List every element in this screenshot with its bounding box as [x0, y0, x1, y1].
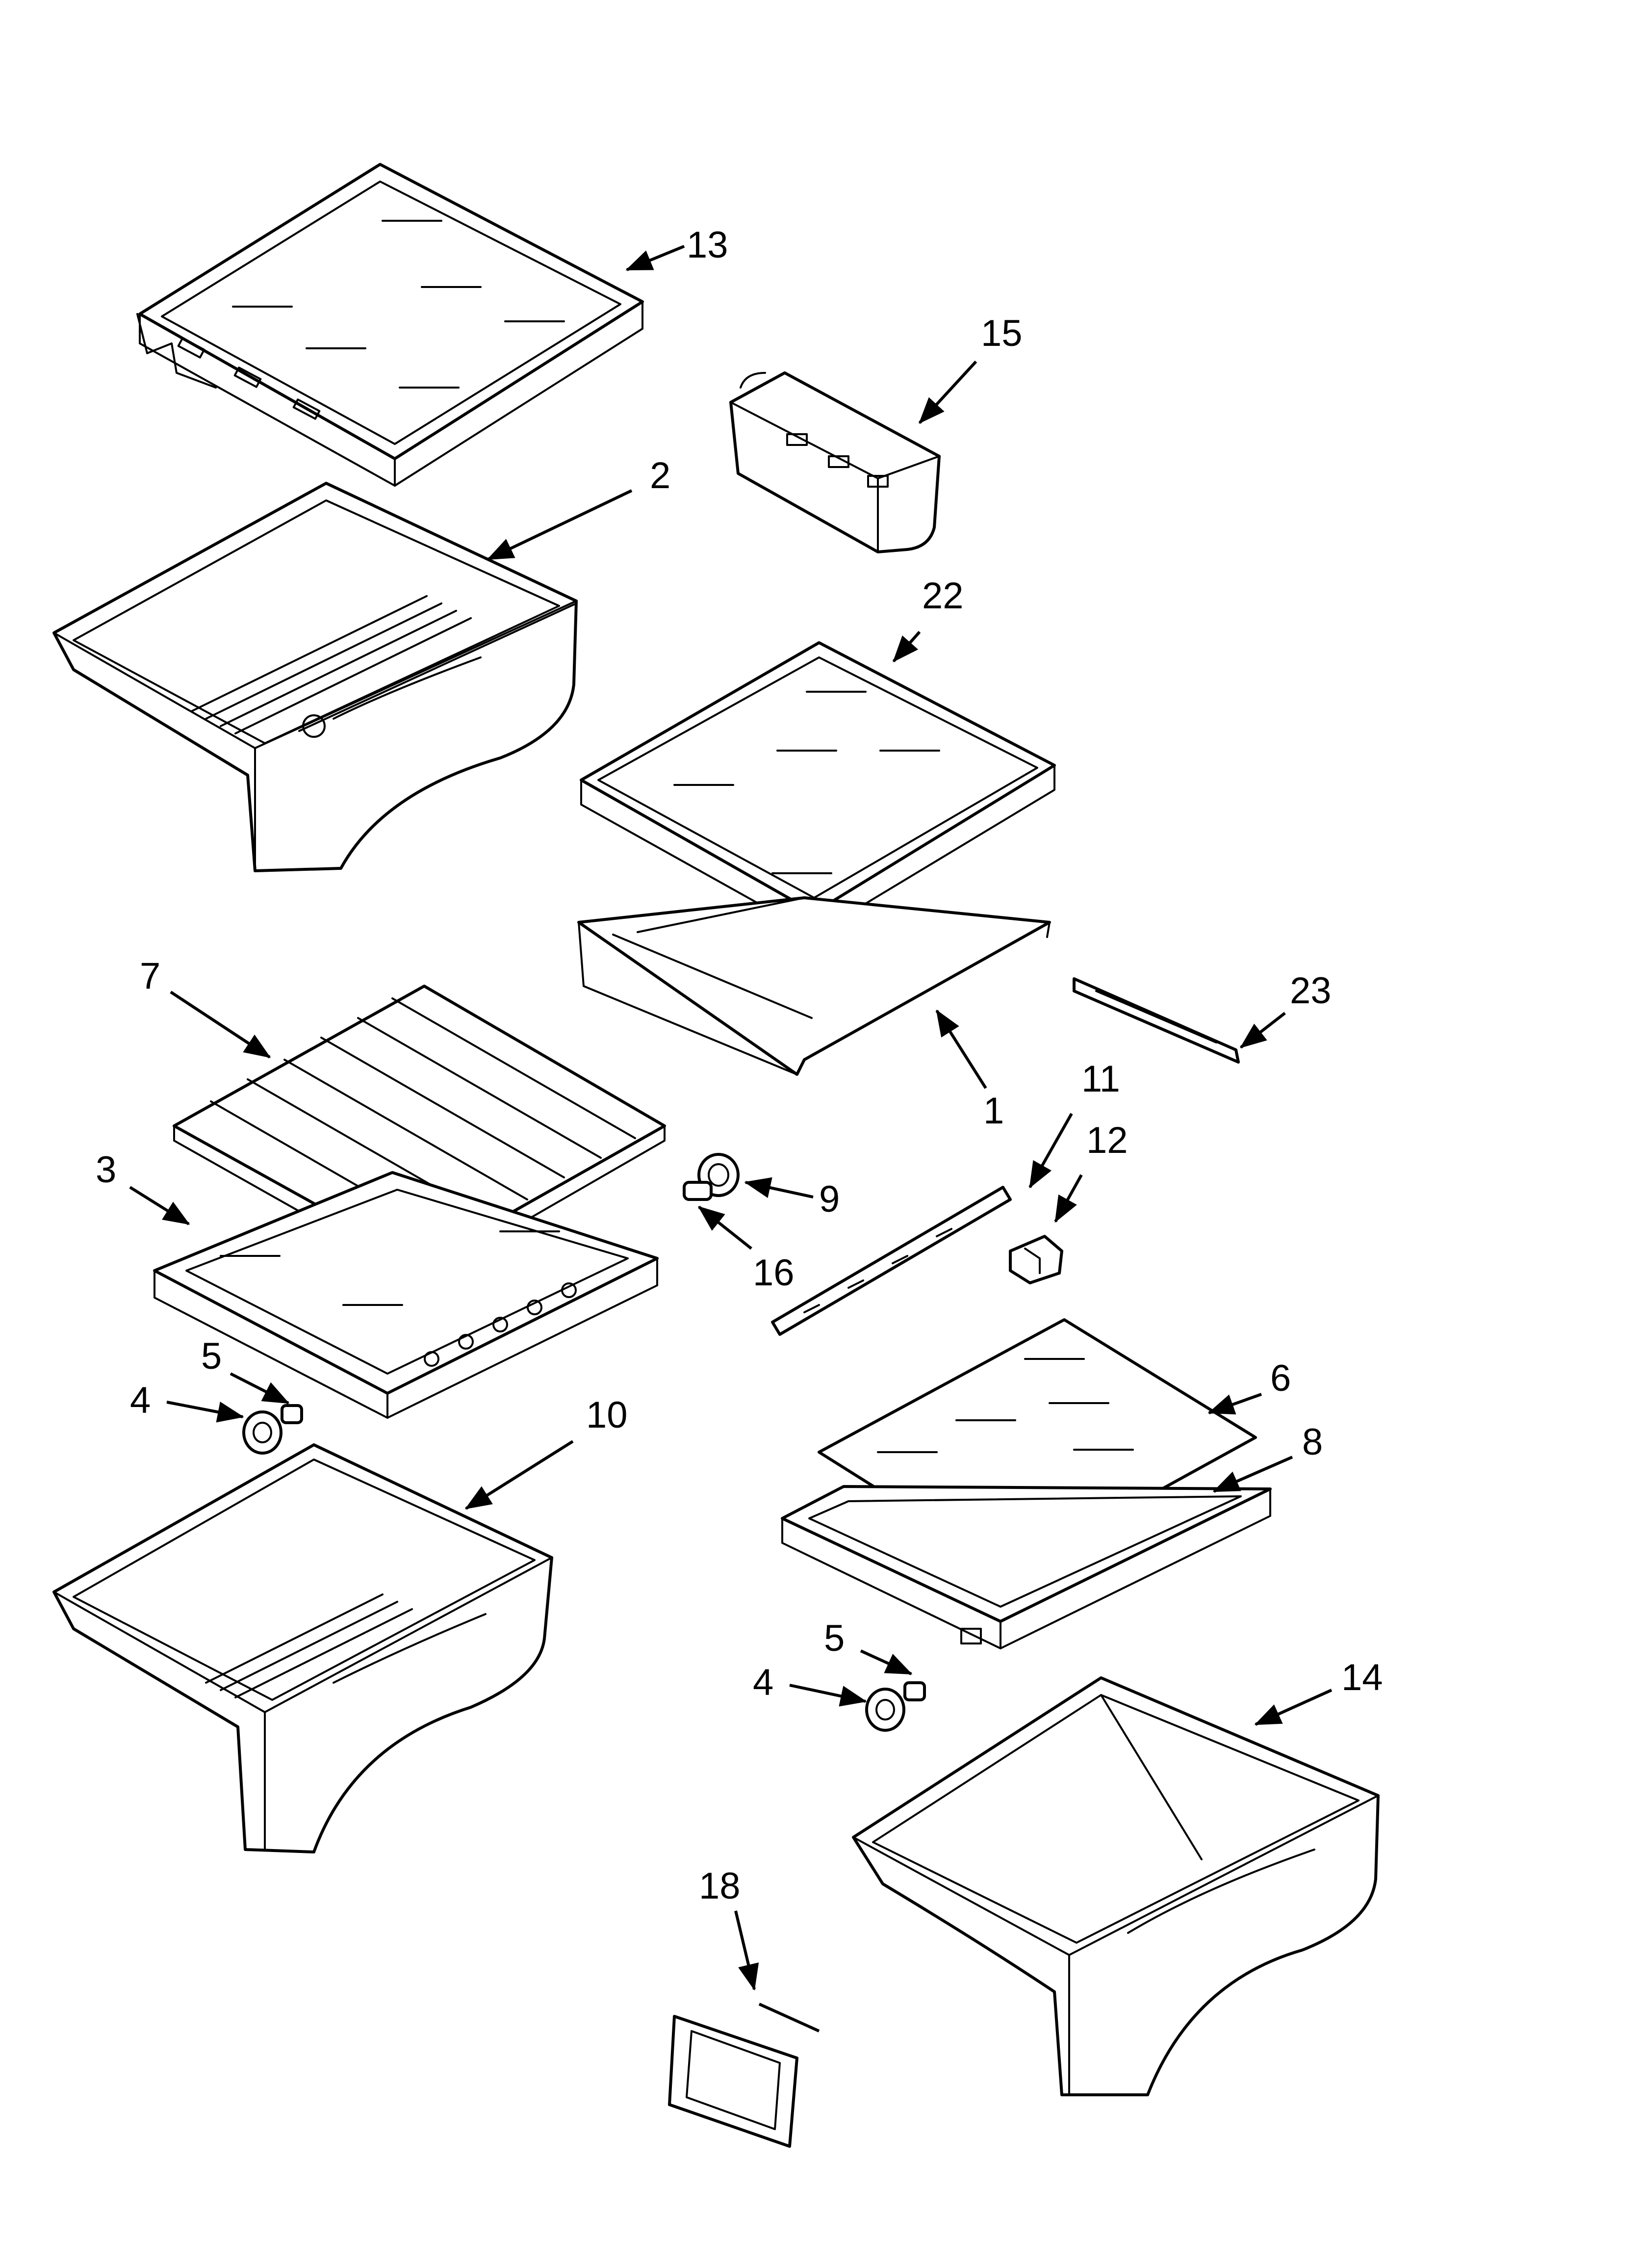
leader-lines [129, 245, 1333, 2033]
callout-13: 13 [687, 224, 728, 266]
part-4-5-wheel-left [242, 1404, 303, 1455]
part-4-5-wheel-right [865, 1681, 926, 1732]
part-18-label-plate [668, 2015, 798, 2148]
part-11-bracket [771, 1186, 1012, 1336]
callout-6: 6 [1270, 1357, 1291, 1399]
callout-18: 18 [699, 1865, 741, 1907]
callout-2: 2 [650, 455, 670, 496]
callout-4-left: 4 [130, 1380, 151, 1421]
part-15-bin [729, 371, 941, 553]
callout-16: 16 [753, 1252, 795, 1294]
callout-15: 15 [981, 313, 1023, 354]
callout-8: 8 [1302, 1421, 1323, 1463]
part-8-frame [781, 1485, 1272, 1649]
part-3-cover-frame [153, 1171, 659, 1419]
callout-7: 7 [140, 955, 160, 997]
callout-14: 14 [1341, 1657, 1383, 1698]
callout-3: 3 [96, 1149, 116, 1191]
part-9-16-wheel-and-screw [683, 1153, 740, 1201]
part-13-glass-shelf [136, 163, 644, 487]
callout-12: 12 [1086, 1120, 1128, 1161]
callout-5-right: 5 [824, 1617, 845, 1659]
part-1-shelf-frame [577, 896, 1051, 1076]
callout-22: 22 [922, 575, 964, 617]
part-10-drawer [52, 1443, 553, 1853]
part-2-crisper-drawer [52, 482, 578, 872]
callout-23: 23 [1290, 970, 1332, 1012]
part-12-clip [1009, 1235, 1063, 1284]
part-23-rail [1073, 977, 1240, 1064]
callout-labels: 13 15 2 22 7 23 1 11 3 12 9 16 5 4 10 6 … [96, 224, 1383, 1907]
part-22-glass-shelf [580, 641, 1056, 936]
callout-1: 1 [983, 1090, 1004, 1132]
callout-11: 11 [1081, 1058, 1120, 1100]
callout-5-left: 5 [201, 1335, 222, 1377]
callout-10: 10 [586, 1394, 628, 1436]
callout-9: 9 [819, 1178, 840, 1220]
callout-4-right: 4 [753, 1662, 773, 1703]
part-14-drawer [852, 1676, 1380, 2096]
